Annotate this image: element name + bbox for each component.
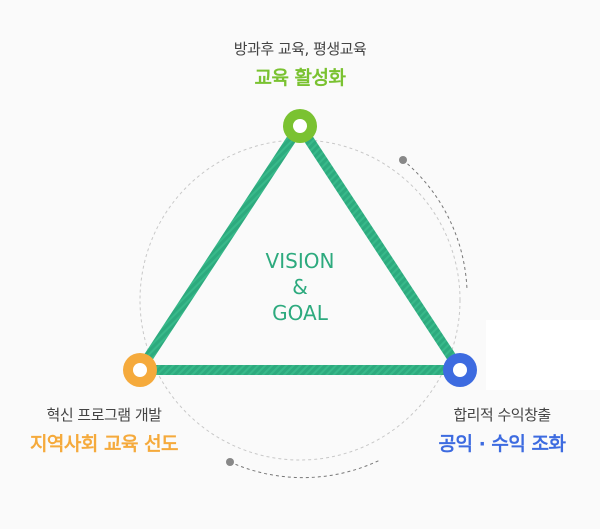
orbit-dot-right [399,156,407,164]
right-node-label: 합리적 수익창출 공익 · 수익 조화 [382,404,600,456]
left-node-label: 혁신 프로그램 개발 지역사회 교육 선도 [0,404,224,456]
orbit-arc-right [402,159,468,291]
right-node-title: 공익 · 수익 조화 [438,433,566,455]
blank-panel [486,320,600,390]
vision-triangle [135,121,465,375]
orbit-dot-bottom [226,458,234,466]
orbit-circle [139,139,461,461]
top-node-subtitle: 방과후 교육, 평생교육 [233,40,367,58]
center-line-3: GOAL [272,301,328,325]
node-top [283,109,317,143]
orbit-arc-bottom [229,459,381,479]
right-node-subtitle: 합리적 수익창출 [453,406,551,424]
center-line-2: & [292,275,308,299]
top-node-title: 교육 활성화 [254,67,346,89]
node-right [443,353,477,387]
left-node-title: 지역사회 교육 선도 [29,433,179,455]
center-line-1: VISION [265,249,335,273]
node-left [123,353,157,387]
top-node-label: 방과후 교육, 평생교육 교육 활성화 [180,38,420,90]
left-node-subtitle: 혁신 프로그램 개발 [46,406,162,424]
